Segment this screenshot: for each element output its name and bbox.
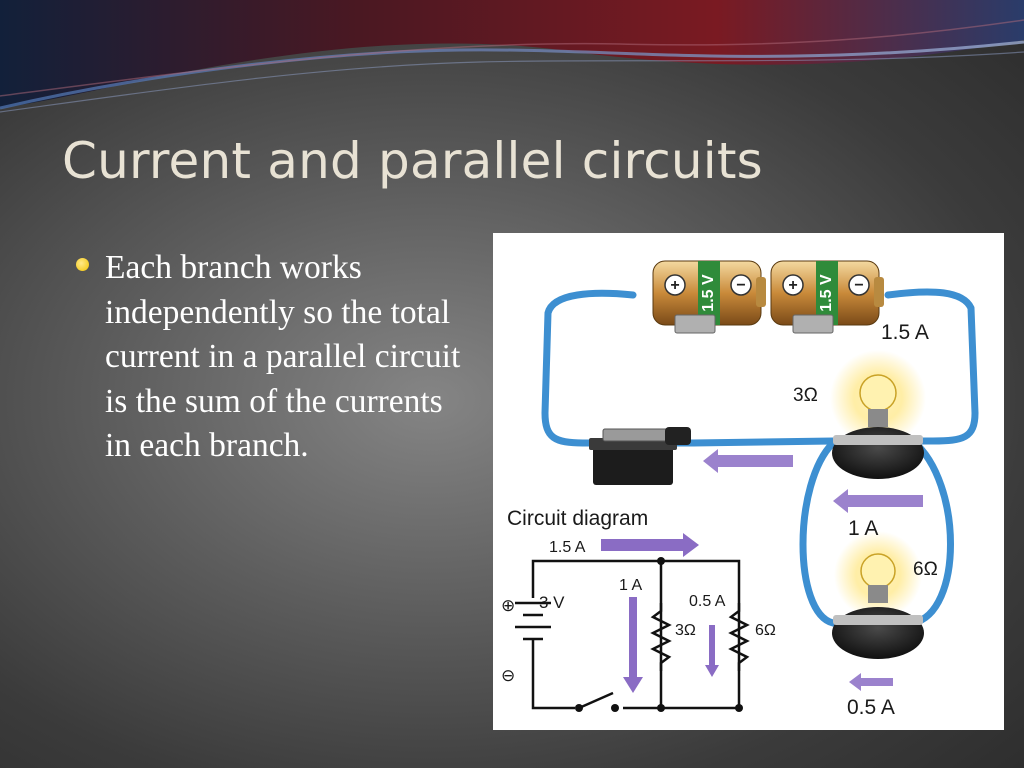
battery-right-label: 1.5 V — [818, 274, 835, 312]
bulb-3-ohm — [830, 350, 926, 479]
battery-right: 1.5 V + − — [770, 260, 884, 334]
schematic-r1: 3Ω — [675, 622, 696, 639]
schematic-voltage: 3 V — [539, 593, 565, 612]
bulb-6-ohm — [832, 531, 924, 659]
battery-left: 1.5 V + − — [652, 260, 766, 334]
circuit-figure: 1.5 V + − 1.5 V + − — [493, 233, 1004, 730]
slide-title: Current and parallel circuits — [62, 132, 763, 190]
schematic-branch1-current: 1 A — [619, 577, 642, 594]
label-resistor-top: 3Ω — [793, 385, 818, 406]
schematic-minus-icon: ⊖ — [501, 666, 515, 685]
minus-icon: − — [736, 277, 745, 294]
switch — [589, 427, 691, 485]
plus-icon: + — [788, 277, 797, 294]
bullet-text: Each branch works independently so the t… — [105, 249, 461, 464]
schematic-r2: 6Ω — [755, 622, 776, 639]
schematic-branch2-current: 0.5 A — [689, 593, 726, 610]
bullet-list: Each branch works independently so the t… — [76, 246, 476, 469]
header-wave-decoration — [0, 0, 1024, 113]
circuit-illustration: 1.5 V + − 1.5 V + − — [501, 260, 979, 719]
label-resistor-bottom: 6Ω — [913, 559, 938, 580]
bullet-icon — [76, 258, 89, 271]
label-branch1-current: 1 A — [848, 517, 878, 540]
label-branch2-current: 0.5 A — [847, 696, 895, 719]
schematic-arrow-branch1 — [623, 597, 643, 693]
label-main-current: 1.5 A — [881, 321, 929, 344]
schematic-arrow-branch2 — [705, 625, 719, 677]
schematic-plus-icon: ⊕ — [501, 596, 515, 615]
current-arrows — [703, 449, 923, 691]
schematic-total-current: 1.5 A — [549, 539, 586, 556]
minus-icon: − — [854, 277, 863, 294]
schematic-arrow-total — [601, 533, 699, 557]
plus-icon: + — [670, 277, 679, 294]
battery-left-label: 1.5 V — [700, 274, 717, 312]
schematic-title: Circuit diagram — [507, 507, 648, 530]
schematic: Circuit diagram 1.5 A ⊕ 3 V ⊖ 1 A 0.5 A … — [501, 507, 776, 713]
wire-loop — [541, 288, 979, 627]
